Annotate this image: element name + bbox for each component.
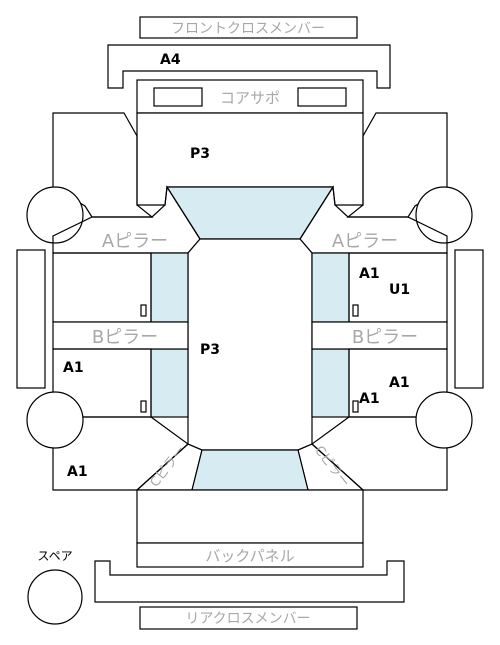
c-pillar-right-label: Cピラー — [311, 443, 352, 490]
left-rear-door-handle — [140, 400, 147, 413]
core-support-label: コアサポ — [220, 89, 280, 107]
trunk-lid — [136, 489, 364, 544]
left-rear-door-mark: A1 — [63, 360, 84, 376]
front-bumper — [107, 44, 391, 89]
left-b-pillar — [52, 321, 189, 350]
right-rear-door-mark-b: A1 — [359, 391, 380, 407]
a-pillar-right-label: Aピラー — [332, 231, 398, 252]
right-front-door-mark-u1: U1 — [389, 282, 410, 298]
c-pillar-left-label: Cピラー — [148, 443, 189, 490]
b-pillar-left-label: Bピラー — [92, 327, 158, 348]
front-cross-member-box — [139, 16, 358, 39]
right-rear-wheel — [415, 391, 473, 449]
spare-label: スペア — [37, 549, 72, 563]
back-panel-label: バックパネル — [205, 547, 294, 565]
left-rear-window — [150, 348, 189, 418]
rear-bumper — [94, 560, 405, 603]
left-front-wheel — [26, 186, 84, 244]
b-pillar-right-label: Bピラー — [352, 327, 418, 348]
hood-mark: P3 — [190, 146, 210, 162]
right-rear-window — [311, 348, 350, 418]
headlight-right — [297, 87, 347, 107]
back-panel — [136, 542, 364, 568]
right-front-door-mark-a1: A1 — [359, 266, 380, 282]
right-front-wheel — [415, 186, 473, 244]
left-rear-quarter-mark: A1 — [67, 464, 88, 480]
rear-window — [191, 449, 309, 491]
roof-mark: P3 — [200, 342, 220, 358]
right-side-step — [454, 249, 484, 389]
left-front-window — [150, 252, 189, 323]
rear-cross-member-box — [139, 606, 358, 630]
right-rear-door-mark-a: A1 — [389, 375, 410, 391]
windshield — [165, 186, 335, 240]
rear-cross-member-label: リアクロスメンバー — [185, 611, 310, 627]
spare-tire — [27, 569, 83, 625]
front-cross-member-label: フロントクロスメンバー — [171, 21, 325, 37]
left-front-door-handle — [140, 304, 147, 317]
front-bumper-mark: A4 — [160, 52, 181, 68]
left-front-door — [52, 252, 152, 323]
left-side-step — [16, 249, 46, 389]
right-front-door-handle — [352, 304, 359, 317]
right-rear-door-handle — [352, 400, 359, 413]
a-pillar-left-label: Aピラー — [102, 231, 168, 252]
right-front-window — [311, 252, 350, 323]
left-rear-wheel — [26, 391, 84, 449]
headlight-left — [153, 87, 203, 107]
